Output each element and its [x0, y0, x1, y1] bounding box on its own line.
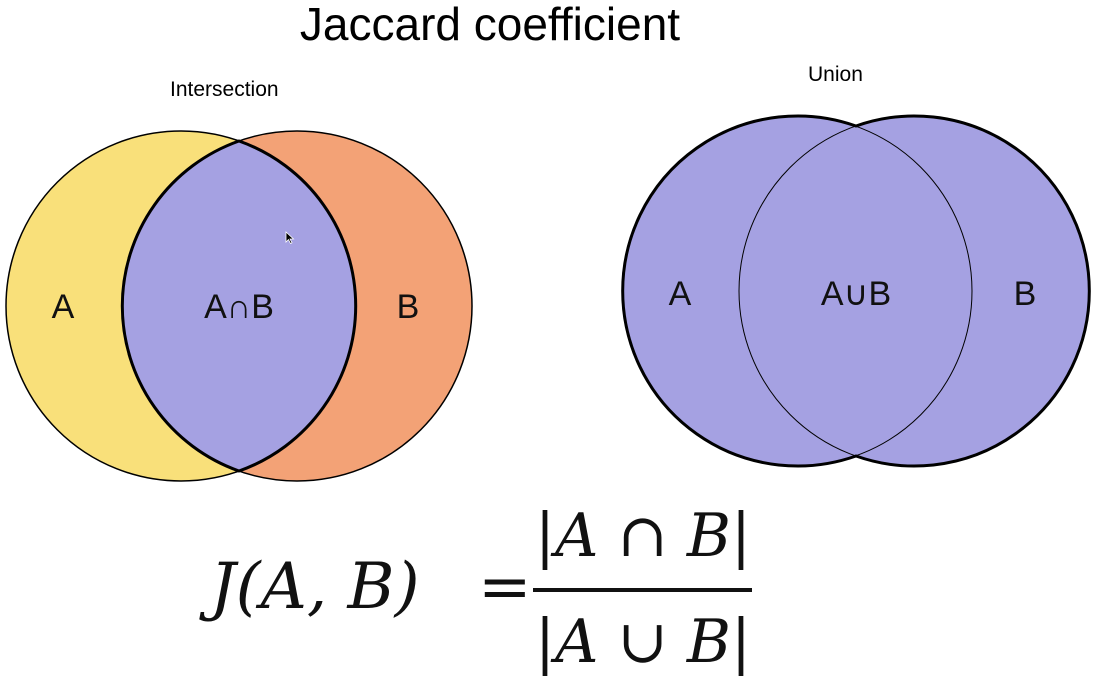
intersection-label-middle: A∩B	[204, 288, 274, 326]
formula-denominator: |A ∪ B|	[535, 607, 751, 677]
union-caption: Union	[808, 63, 863, 86]
union-venn-true: A A∪B B	[621, 114, 1091, 468]
intersection-region	[122, 131, 356, 481]
union-label-a: A	[669, 275, 692, 313]
intersection-venn: A A∩B B	[5, 130, 473, 482]
mouse-cursor-icon	[285, 231, 295, 245]
union-set-b-true	[739, 116, 1089, 466]
formula-numerator: |A ∩ B|	[535, 501, 751, 571]
intersection-caption: Intersection	[170, 78, 279, 101]
union-inner-a-outline	[738, 115, 1090, 467]
formula-lhs: J(A, B)	[199, 550, 420, 624]
union-label-b: B	[1014, 275, 1037, 313]
union-label-middle: A∪B	[821, 275, 891, 313]
formula-equals: =	[478, 550, 532, 624]
intersection-outline	[120, 139, 358, 473]
intersection-label-a: A	[52, 288, 75, 326]
union-inner-b-outline	[621, 115, 973, 467]
intersection-label-b: B	[397, 288, 420, 326]
diagram-title: Jaccard coefficient	[299, 0, 681, 50]
